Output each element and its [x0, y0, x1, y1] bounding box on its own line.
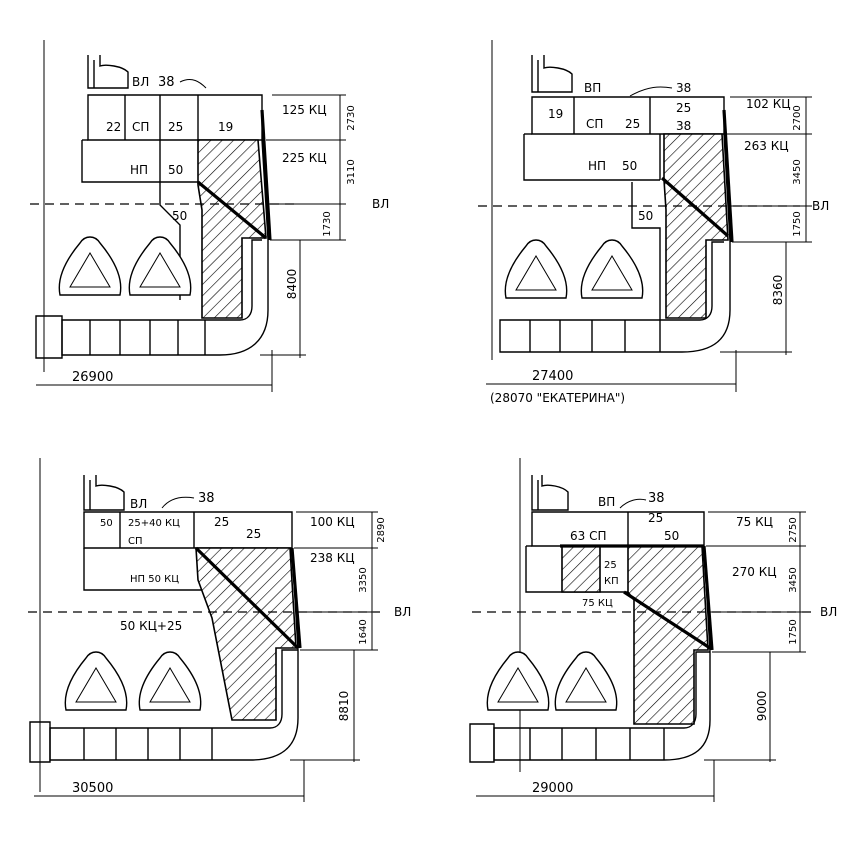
label-50-slope: 50 [172, 209, 187, 223]
panel-4: ВП 38 25 63 СП 50 25 КП 75 КЦ 75 КЦ 270 … [469, 458, 837, 802]
panel-1: ВЛ 38 22 СП 25 19 НП 50 50 125 КЦ 225 КЦ… [30, 40, 389, 392]
dim-1: 2890 [376, 517, 387, 542]
label-belt-top: 100 КЦ [310, 515, 355, 529]
label-belt-top: 125 КЦ [282, 103, 327, 117]
label-19: 19 [218, 120, 233, 134]
dim-width: 26900 [72, 370, 113, 385]
label-belt-top: 102 КЦ [746, 97, 791, 111]
label-25: 25 [168, 120, 183, 134]
label-np: НП [588, 159, 606, 173]
label-50: 50 [100, 518, 113, 529]
dim-depth: 8810 [337, 691, 351, 722]
note-ekaterina: (28070 "ЕКАТЕРИНА") [490, 391, 625, 405]
label-25-40kc: 25+40 КЦ [128, 518, 180, 529]
dim-3: 1750 [792, 211, 803, 236]
label-sp: СП [128, 536, 143, 547]
dim-3: 1730 [322, 211, 333, 236]
label-50: 50 [168, 163, 183, 177]
label-wl: ВЛ [820, 605, 837, 619]
label-belt-bottom: 270 КЦ [732, 565, 777, 579]
label-slope: 50 КЦ+25 [120, 619, 182, 633]
boiler-icon [58, 236, 122, 296]
dim-width: 30500 [72, 781, 113, 796]
label-belt-top: 75 КЦ [736, 515, 773, 529]
label-belt-bottom: 225 КЦ [282, 151, 327, 165]
dim-2: 3450 [788, 567, 799, 592]
label-25: 25 [648, 511, 663, 525]
label-22: 22 [106, 120, 121, 134]
label-38b: 38 [676, 119, 691, 133]
dim-3: 1640 [358, 619, 369, 644]
label-38: 38 [676, 81, 691, 95]
label-belt-bottom: 238 КЦ [310, 551, 355, 565]
dim-3: 1750 [788, 619, 799, 644]
label-sp: СП [132, 120, 149, 134]
dim-depth: 8400 [285, 269, 299, 300]
label-38: 38 [198, 491, 215, 506]
label-25: 25 [625, 117, 640, 131]
label-vl-top: ВЛ [130, 497, 147, 511]
dim-2: 3350 [358, 567, 369, 592]
label-25b: 25 [604, 560, 617, 571]
boiler-icon [128, 236, 192, 296]
dim-1: 2750 [788, 517, 799, 542]
label-25b: 25 [676, 101, 691, 115]
armor-belt [260, 109, 272, 241]
label-38: 38 [158, 75, 175, 90]
dim-2: 3450 [792, 159, 803, 184]
label-wl: ВЛ [812, 199, 829, 213]
label-sp: СП [586, 117, 603, 131]
dim-width: 27400 [532, 369, 573, 384]
label-25b: 25 [246, 527, 261, 541]
dim-width: 29000 [532, 781, 573, 796]
armored-slope [196, 180, 268, 240]
label-19: 19 [548, 107, 563, 121]
label-vp-top: ВП [584, 81, 601, 95]
panel-3: ВЛ 38 50 25+40 КЦ СП 25 25 НП 50 КЦ 100 … [28, 458, 411, 802]
label-vl-top: ВЛ [132, 75, 149, 89]
superstructure [87, 55, 129, 89]
label-vp-top: ВП [598, 495, 615, 509]
label-63-sp: 63 СП [570, 529, 607, 543]
dim-1: 2700 [792, 105, 803, 130]
label-50: 50 [664, 529, 679, 543]
dim-depth: 8360 [771, 275, 785, 306]
label-75kc: 75 КЦ [582, 598, 613, 609]
dim-depth: 9000 [755, 691, 769, 722]
label-38: 38 [648, 491, 665, 506]
panel-2: ВП 38 19 СП 25 25 38 НП 50 50 102 КЦ 263… [478, 40, 829, 405]
label-wl: ВЛ [394, 605, 411, 619]
dim-1: 2730 [346, 105, 357, 130]
hull-outline [61, 139, 269, 356]
label-np-50kc: НП 50 КЦ [130, 574, 179, 585]
armor-hatched-area [197, 139, 267, 319]
label-wl: ВЛ [372, 197, 389, 211]
label-belt-bottom: 263 КЦ [744, 139, 789, 153]
label-50-slope: 50 [638, 209, 653, 223]
label-kp: КП [604, 576, 619, 587]
label-25: 25 [214, 515, 229, 529]
label-np: НП [130, 163, 148, 177]
label-50: 50 [622, 159, 637, 173]
dim-2: 3110 [346, 159, 357, 184]
